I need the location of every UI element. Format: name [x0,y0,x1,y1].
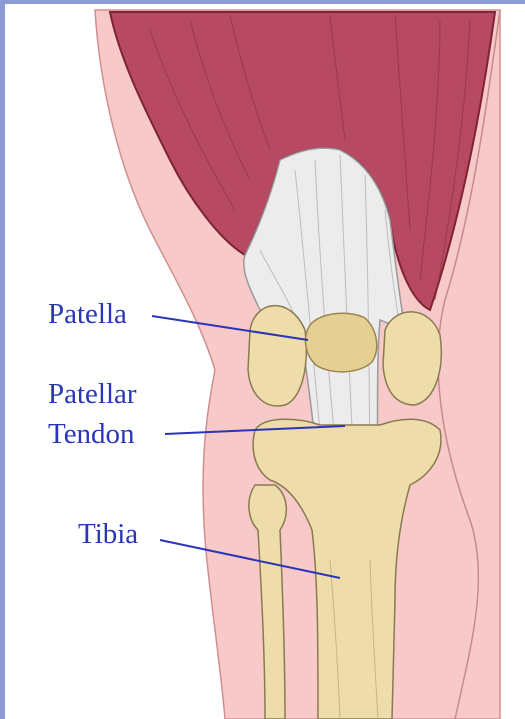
label-tibia: Tibia [78,518,138,550]
patella-bone [305,313,376,372]
label-patellar: Patellar [48,378,137,410]
label-patella: Patella [48,298,127,330]
label-tendon: Tendon [48,418,135,450]
femur-condyle-right [383,312,441,405]
femur-condyle-left [248,306,306,406]
